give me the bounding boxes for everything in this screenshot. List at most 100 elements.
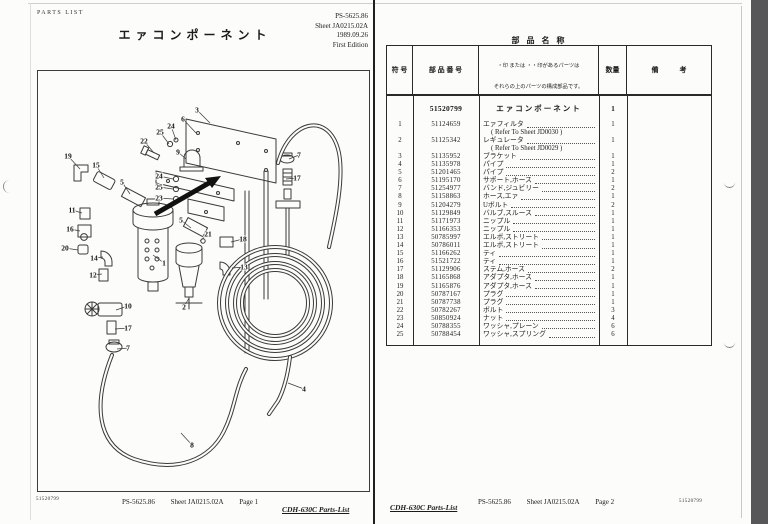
cell-qty: 2 bbox=[611, 169, 615, 177]
callout-leader-line bbox=[287, 382, 305, 390]
cell-remarks bbox=[627, 299, 711, 307]
cell-part-number: 50786011 bbox=[431, 242, 461, 250]
cell-symbol: 22 bbox=[396, 306, 404, 314]
cell-part-number: 51201465 bbox=[431, 169, 461, 177]
footer-left-doc: PS-5625.86 bbox=[122, 498, 155, 506]
callout-number: 21 bbox=[204, 230, 212, 239]
cell-part-number: 51520799 bbox=[429, 104, 463, 113]
callout-leader-line bbox=[67, 155, 81, 170]
cell-part-number: 50787167 bbox=[431, 290, 461, 298]
bracket-foot bbox=[187, 198, 225, 222]
cell-qty: 1 bbox=[611, 274, 615, 282]
callout-number: 19 bbox=[64, 152, 72, 161]
cell-part-name: エァコンポーネント bbox=[496, 104, 582, 113]
diagram-svg: 3622252492425231915511162014121521181321… bbox=[60, 105, 343, 467]
cell-part-name: エルボ,ストリート bbox=[479, 242, 599, 250]
cell-part-number: 51165876 bbox=[431, 282, 461, 290]
cell-remarks bbox=[627, 331, 711, 339]
footer-left-sheet: Sheet JA0215.02A bbox=[170, 498, 224, 506]
cell-part-name: エルボ,ストリート bbox=[479, 234, 599, 242]
cell-remarks bbox=[627, 258, 711, 266]
cell-part-name: ワッシャ,プレーン bbox=[479, 323, 599, 331]
callout-leader-line bbox=[199, 233, 209, 242]
callout-number: 10 bbox=[124, 302, 132, 311]
cell-qty: 1 bbox=[611, 250, 615, 258]
cell-symbol: 10 bbox=[396, 209, 404, 217]
u-bolt-shape bbox=[183, 149, 201, 168]
cell-remarks bbox=[627, 177, 711, 185]
cell-qty: 1 bbox=[611, 209, 615, 217]
column-line bbox=[627, 96, 628, 345]
dot-leader bbox=[527, 271, 595, 273]
callout-leader-line bbox=[116, 347, 129, 350]
callout-leader-line bbox=[177, 151, 187, 160]
cell-part-name: アダプタ,ホース bbox=[479, 274, 599, 282]
cell-part-name: プラグ bbox=[479, 291, 599, 299]
cell-part-name: Uボルト bbox=[479, 202, 599, 210]
cell-symbol: 1 bbox=[398, 121, 402, 128]
scan-dark-strip bbox=[751, 0, 768, 524]
cell-part-name: パイプ bbox=[479, 161, 599, 169]
cell-remarks bbox=[627, 153, 711, 161]
callout-leader-line bbox=[121, 181, 131, 195]
cell-symbol: 25 bbox=[396, 331, 404, 339]
dot-leader bbox=[506, 174, 595, 176]
callout-number: 8 bbox=[190, 441, 194, 450]
cell-part-number: 50782267 bbox=[431, 306, 461, 314]
footer-right-book-title: CDH-630C Parts-List bbox=[390, 503, 458, 512]
cell-qty: 3 bbox=[611, 306, 615, 314]
header-qty: 数量 bbox=[605, 66, 620, 74]
footer-right-page: Page 2 bbox=[595, 498, 615, 506]
dot-leader bbox=[513, 223, 595, 225]
footer-right-sheet: Sheet JA0215.02A bbox=[526, 498, 580, 506]
cell-qty: 1 bbox=[611, 282, 615, 290]
dot-leader bbox=[499, 263, 595, 265]
callout-leader-line bbox=[180, 219, 192, 229]
doc-info-block: PS-5625.86 Sheet JA0215.02A 1989.09.26 F… bbox=[236, 12, 368, 50]
cell-symbol: 8 bbox=[398, 193, 402, 201]
footer-left-part-no: 51520799 bbox=[36, 497, 60, 502]
dot-leader bbox=[541, 190, 595, 192]
callout-leader-line bbox=[92, 273, 103, 276]
cell-qty: 1 bbox=[611, 137, 615, 144]
cell-qty: 2 bbox=[611, 185, 615, 193]
cell-part-name: ニップル bbox=[479, 218, 599, 226]
callout-number: 6 bbox=[181, 115, 185, 124]
footer-left-book-title: CDH-630C Parts-List bbox=[282, 505, 350, 514]
cell-part-number: 51195170 bbox=[431, 177, 461, 185]
cell-part-name: レギュレータ( Refer To Sheet JD0029 ) bbox=[479, 137, 599, 153]
pipe-4-tail bbox=[267, 355, 292, 416]
cell-symbol: 23 bbox=[396, 314, 404, 322]
cell-remarks bbox=[627, 226, 711, 234]
cell-part-number: 51135952 bbox=[431, 153, 461, 160]
cell-symbol: 18 bbox=[396, 274, 404, 282]
callout-number: 4 bbox=[302, 385, 306, 394]
scan-edge-right bbox=[741, 6, 742, 518]
dot-leader bbox=[506, 320, 595, 322]
cell-remarks bbox=[627, 193, 711, 201]
cell-part-number: 51521722 bbox=[431, 258, 461, 266]
callout-number: 18 bbox=[239, 235, 247, 244]
bracket-back-plate bbox=[185, 118, 277, 184]
dot-leader bbox=[511, 207, 595, 209]
cell-qty: 2 bbox=[611, 266, 615, 274]
column-line bbox=[413, 96, 414, 345]
cell-part-name: サポート,ホース bbox=[479, 177, 599, 185]
cell-part-name: ステム,ホース bbox=[479, 266, 599, 274]
footer-right-part-no: 51520799 bbox=[679, 499, 703, 504]
dot-leader bbox=[506, 296, 595, 298]
cell-qty: 1 bbox=[611, 242, 615, 250]
doc-number: PS-5625.86 bbox=[335, 12, 368, 20]
dot-leader bbox=[526, 142, 595, 144]
elbow-19 bbox=[73, 164, 89, 182]
cell-part-name: ブラケット bbox=[479, 153, 599, 161]
header-symbol: 符 号 bbox=[391, 66, 408, 74]
callout-leader-line bbox=[183, 297, 190, 308]
callout-leader-line bbox=[69, 228, 81, 232]
